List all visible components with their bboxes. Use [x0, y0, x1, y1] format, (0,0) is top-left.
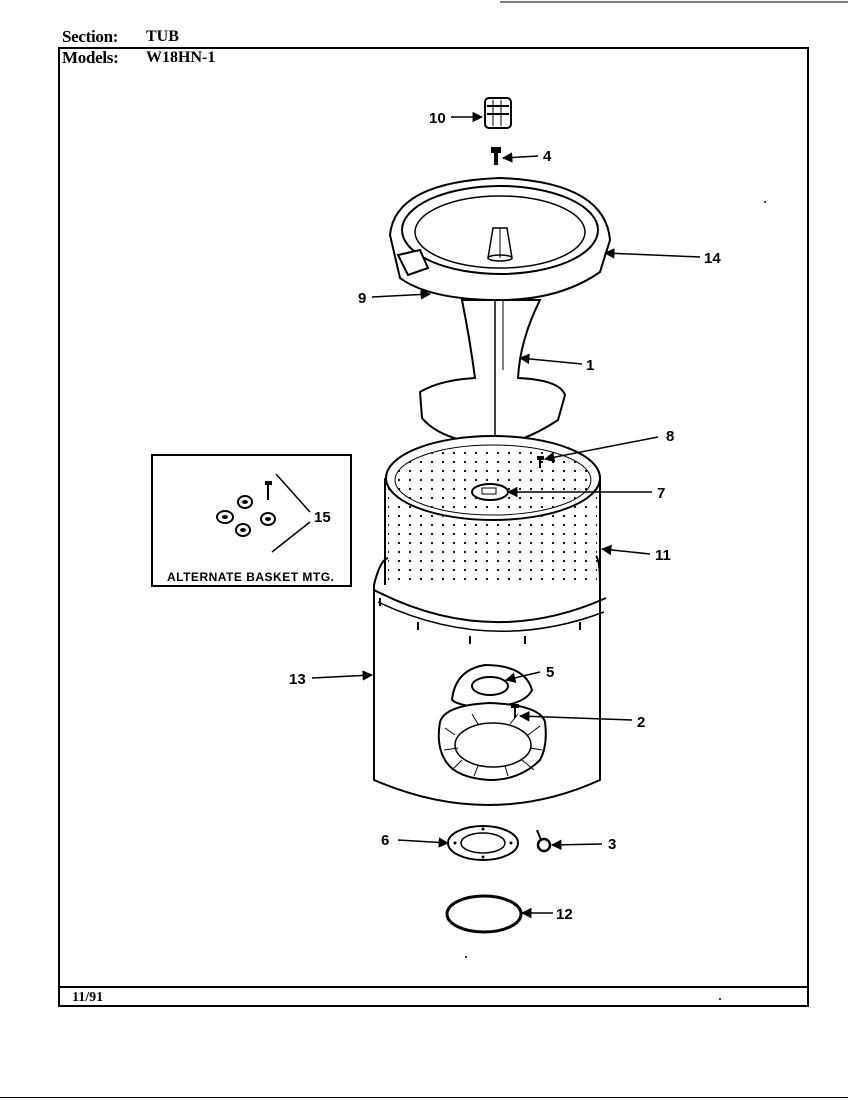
part-2-screw	[511, 704, 519, 708]
part-14-tub-ring	[388, 176, 612, 302]
callout-6: 6	[381, 832, 389, 849]
leader-3	[550, 839, 603, 851]
part-15-grommets	[216, 481, 276, 537]
leader-14	[603, 248, 701, 259]
part-8-screw	[537, 456, 544, 460]
diagram-frame	[58, 47, 809, 1007]
part-4-bolt	[491, 147, 501, 165]
footer-divider	[58, 986, 809, 988]
part-10-cap	[484, 97, 512, 129]
leader-5	[504, 671, 541, 683]
leader-13	[311, 670, 374, 681]
inset-caption: ALTERNATE BASKET MTG.	[167, 570, 334, 584]
callout-15: 15	[314, 509, 331, 526]
page-bottom-rule	[0, 1097, 848, 1098]
models-label: Models:	[62, 48, 119, 67]
part-12-ring	[445, 894, 523, 934]
part-13-outer-tub	[373, 555, 607, 806]
leader-6	[397, 837, 450, 848]
leader-2	[518, 711, 633, 722]
callout-3: 3	[608, 836, 616, 853]
leader-9	[371, 289, 432, 300]
inset-alternate-basket-mtg: ALTERNATE BASKET MTG.	[151, 454, 352, 587]
leader-11	[600, 544, 651, 556]
part-3-nut	[536, 829, 552, 853]
leader-1	[518, 353, 583, 365]
models-value: W18HN-1	[146, 49, 216, 66]
callout-14: 14	[704, 250, 721, 267]
callout-5: 5	[546, 664, 554, 681]
callout-12: 12	[556, 906, 573, 923]
callout-10: 10	[429, 110, 446, 127]
leader-4	[501, 152, 539, 163]
callout-2: 2	[637, 714, 645, 731]
part-6-flange	[447, 825, 519, 861]
footer-date: 11/91	[72, 990, 104, 1005]
section-label: Section:	[62, 27, 119, 46]
callout-1: 1	[586, 357, 594, 374]
section-value: TUB	[146, 28, 179, 45]
callout-11: 11	[655, 547, 671, 564]
callout-7: 7	[657, 485, 665, 502]
callout-9: 9	[358, 290, 366, 307]
callout-13: 13	[289, 671, 306, 688]
callout-4: 4	[543, 148, 552, 165]
callout-8: 8	[666, 428, 674, 445]
leader-8	[543, 436, 659, 463]
